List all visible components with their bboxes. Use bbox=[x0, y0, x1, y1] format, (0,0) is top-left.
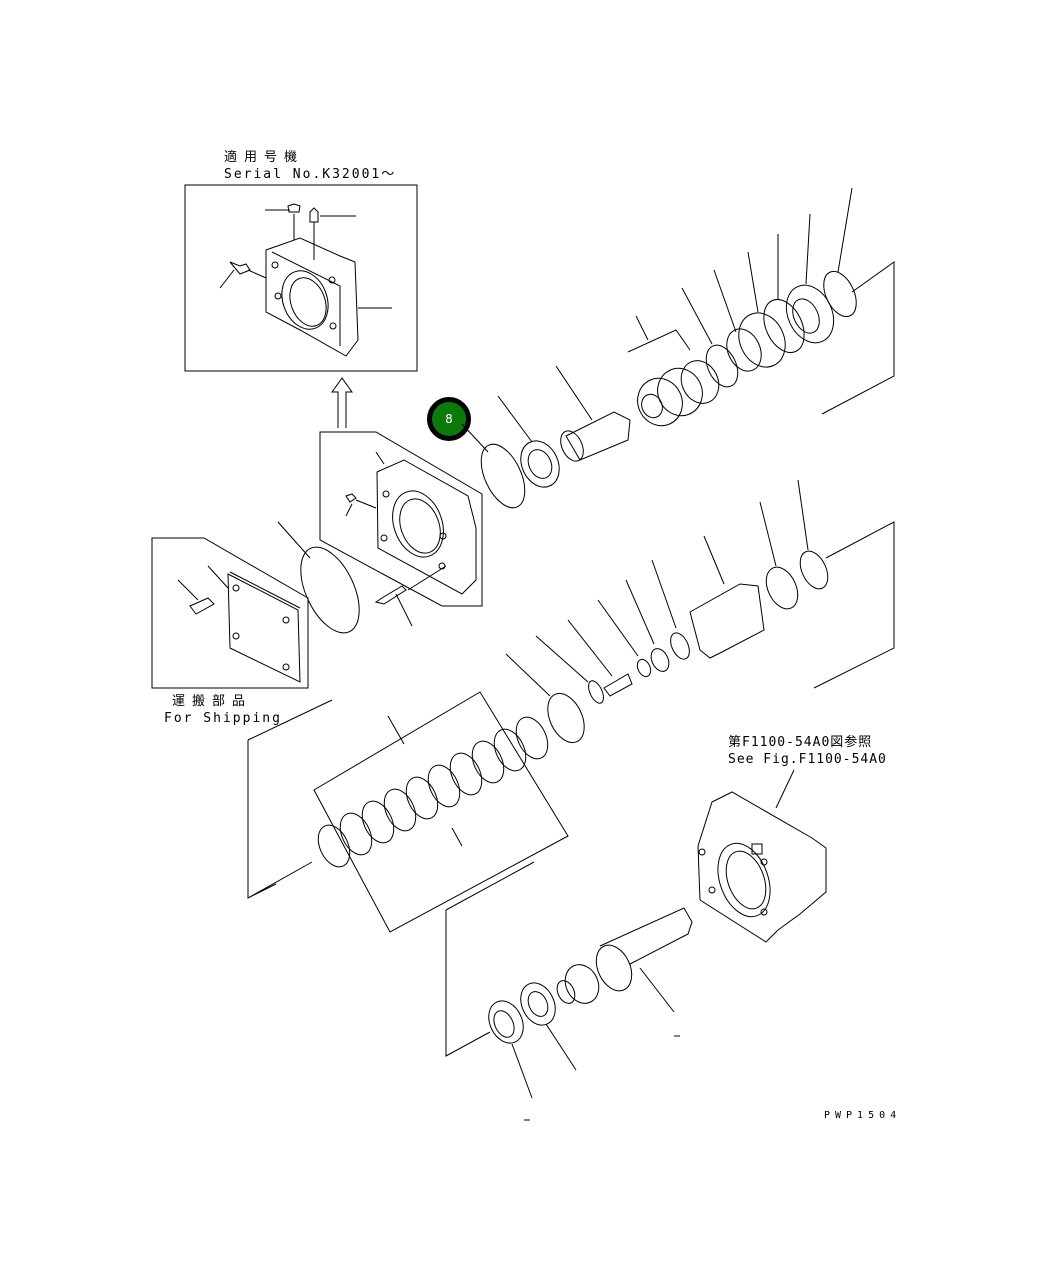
callout-number: 8 bbox=[445, 412, 453, 426]
serial-inset-title-jp: 適用号機 bbox=[224, 150, 305, 165]
reference-title-en: See Fig.F1100-54A0 bbox=[728, 752, 887, 767]
housing-box bbox=[320, 432, 482, 626]
reference-housing bbox=[698, 770, 826, 942]
serial-inset-title-en: Serial No.K32001～ bbox=[224, 167, 397, 182]
callout-marker-8[interactable]: 8 bbox=[427, 397, 471, 441]
shipping-inset-title-en: For Shipping bbox=[164, 711, 282, 726]
reference-title-jp: 第F1100-54A0図参照 bbox=[728, 735, 873, 750]
o-ring bbox=[289, 538, 371, 642]
drawing-code: PWP1504 bbox=[824, 1110, 902, 1121]
spring-clutch-assembly bbox=[248, 480, 894, 932]
output-shaft-assembly bbox=[446, 862, 692, 1120]
arrow-up-icon bbox=[332, 378, 352, 428]
shipping-inset-title-jp: 運搬部品 bbox=[172, 694, 253, 709]
upper-shaft-assembly bbox=[462, 188, 894, 514]
shipping-inset-box bbox=[152, 538, 308, 688]
serial-inset-box bbox=[185, 185, 417, 371]
